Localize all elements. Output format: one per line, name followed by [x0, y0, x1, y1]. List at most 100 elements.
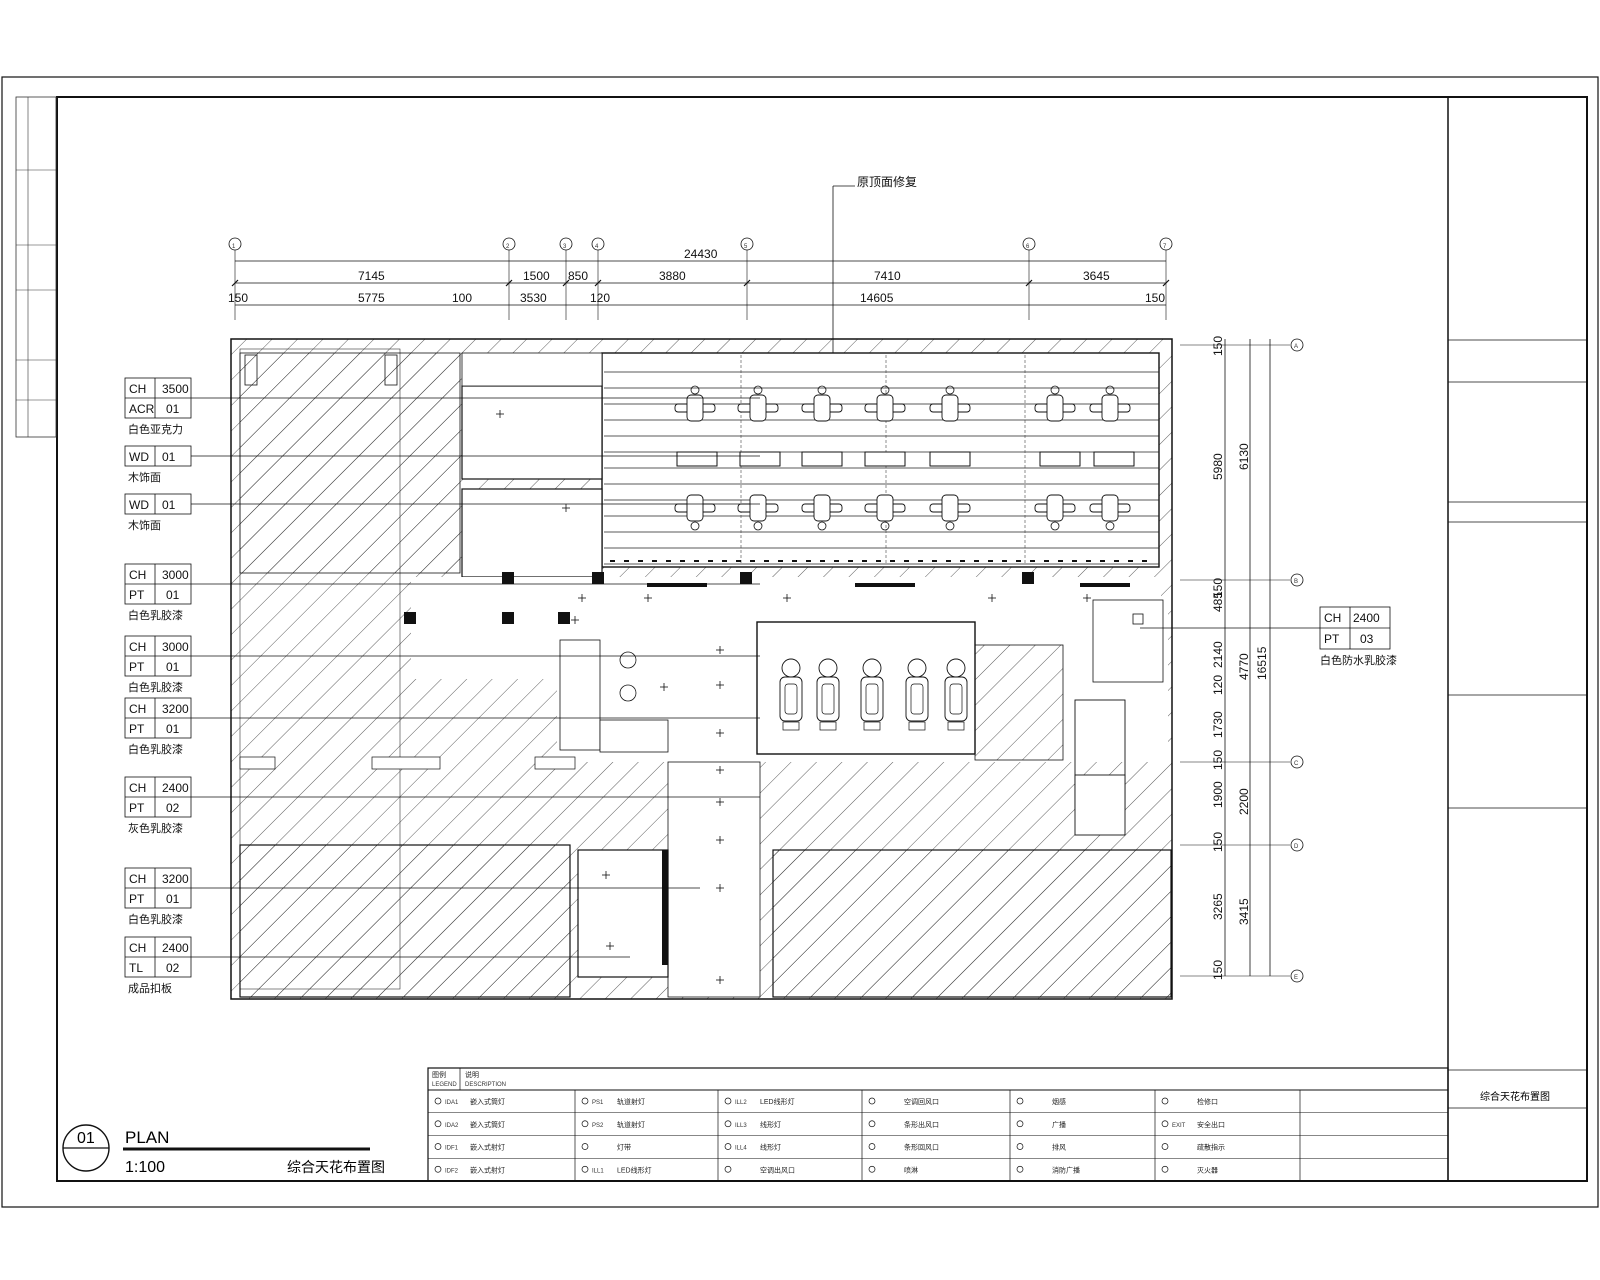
ceiling-tag-value: 3200 — [162, 872, 189, 886]
dim-clear: 120 — [590, 291, 610, 305]
plan-title: 综合天花布置图 — [287, 1159, 385, 1175]
ceiling-tag-code: CH — [129, 941, 146, 955]
ceiling-tag-material: ACR — [129, 402, 155, 416]
speaker-icon — [619, 651, 637, 669]
legend-item: 空调出风口 — [724, 1165, 795, 1174]
legend-item-text: 嵌入式射灯 — [470, 1165, 505, 1174]
dim-clear: 5775 — [358, 291, 385, 305]
legend-item-code: IDF2 — [445, 1168, 459, 1174]
grid-row-label: D — [1294, 844, 1299, 850]
title-block: 综合天花布置图 — [1448, 339, 1587, 1109]
plan-caption: 01 PLAN 1:100 综合天花布置图 — [62, 1124, 385, 1176]
legend-item: 烟感 — [1016, 1097, 1066, 1106]
dim-span: 1500 — [523, 269, 550, 283]
legend-item-text: 灯带 — [617, 1143, 631, 1152]
right-tag-m: PT — [1324, 632, 1340, 646]
downlight-icon — [716, 836, 724, 844]
ceiling-tag-label: 成品扣板 — [128, 981, 172, 995]
wash-chairs — [779, 658, 968, 731]
legend-item: 消防广播 — [1016, 1165, 1080, 1174]
dim-vert-mid: 3415 — [1237, 898, 1251, 925]
seat-icon — [929, 385, 971, 422]
left-revision-strip — [15, 96, 57, 438]
wash-chair-icon — [816, 658, 840, 731]
legend-item-text: 安全出口 — [1197, 1120, 1225, 1129]
dim-span: 3645 — [1083, 269, 1110, 283]
ceiling-tag-value: 3000 — [162, 568, 189, 582]
ceiling-tag-value: 2400 — [162, 941, 189, 955]
legend-item: 空调回风口 — [868, 1097, 939, 1106]
wash-chair-icon — [860, 658, 884, 731]
dim-vert-outer: 16515 — [1255, 646, 1269, 680]
ceiling-tag-code: WD — [129, 450, 149, 464]
dim-vert-inner: 2140 — [1211, 641, 1225, 668]
ceiling-tag-code: CH — [129, 872, 146, 886]
titleblock-sheet-name: 综合天花布置图 — [1480, 1090, 1550, 1103]
dim-vert-inner: 150 — [1211, 960, 1225, 980]
legend-item-text: 嵌入式射灯 — [470, 1143, 505, 1152]
ceiling-tag-material: PT — [129, 588, 145, 602]
grid-row-label: A — [1294, 344, 1298, 350]
dim-vert-inner: 150 — [1211, 336, 1225, 356]
grid-axis-label: 6 — [1026, 244, 1030, 250]
speaker-icon — [619, 684, 637, 702]
seat-icon — [1089, 494, 1131, 531]
legend-item-text: 线形灯 — [760, 1120, 781, 1129]
ceiling-tag-material: PT — [129, 660, 145, 674]
ceiling-tag-material-no: 01 — [166, 588, 180, 602]
grid-row-label: B — [1294, 579, 1298, 585]
legend-head-b: 说明 — [465, 1070, 479, 1079]
floor-plan — [230, 338, 1173, 1000]
seat-icon — [864, 385, 906, 422]
legend-item-text: 喷淋 — [904, 1165, 918, 1174]
plan-number: 01 — [77, 1130, 95, 1147]
plan-scale: 1:100 — [125, 1159, 165, 1176]
legend-item-text: 检修口 — [1197, 1097, 1218, 1106]
legend-item-code: IDF1 — [445, 1146, 459, 1152]
right-tag-h: CH — [1324, 611, 1341, 625]
dim-vert-inner: 120 — [1211, 675, 1225, 695]
ceiling-tag-value: 3200 — [162, 702, 189, 716]
legend-item-text: 灭火器 — [1197, 1166, 1218, 1174]
seat-icon — [801, 385, 843, 422]
ceiling-tag-material: PT — [129, 722, 145, 736]
dim-vert-inner: 5980 — [1211, 453, 1225, 480]
vent-icon — [1132, 613, 1144, 625]
legend-head-a: 图例 — [432, 1070, 446, 1079]
legend-item-text: LED线形灯 — [617, 1165, 652, 1174]
ceiling-tag-label: 木饰面 — [128, 518, 161, 532]
grid-axis-label: 4 — [595, 244, 599, 250]
dim-span: 7145 — [358, 269, 385, 283]
downlight-icon — [644, 594, 652, 602]
grid-axis-label: 7 — [1163, 244, 1167, 250]
downlight-icon — [716, 766, 724, 774]
legend-item: 灭火器 — [1161, 1165, 1218, 1174]
downlight-icon — [606, 942, 614, 950]
legend-item-code: ILL2 — [735, 1100, 747, 1106]
downlight-icon — [602, 871, 610, 879]
ceiling-tag-value: 2400 — [162, 781, 189, 795]
dim-clear: 14605 — [860, 291, 894, 305]
legend-item: 检修口 — [1161, 1097, 1218, 1106]
legend-item-text: 轨道射灯 — [617, 1097, 645, 1106]
plan-label: PLAN — [125, 1128, 169, 1147]
ceiling-tag-code: CH — [129, 640, 146, 654]
ceiling-tag-code: WD — [129, 498, 149, 512]
downlight-icon — [716, 798, 724, 806]
seat-icon — [864, 494, 906, 531]
seat-icon — [737, 494, 779, 531]
ceiling-tag-code: CH — [129, 781, 146, 795]
ceiling-tag-value: 01 — [162, 498, 176, 512]
legend-item: 广播 — [1016, 1120, 1066, 1129]
room-lower-right — [772, 849, 1172, 998]
